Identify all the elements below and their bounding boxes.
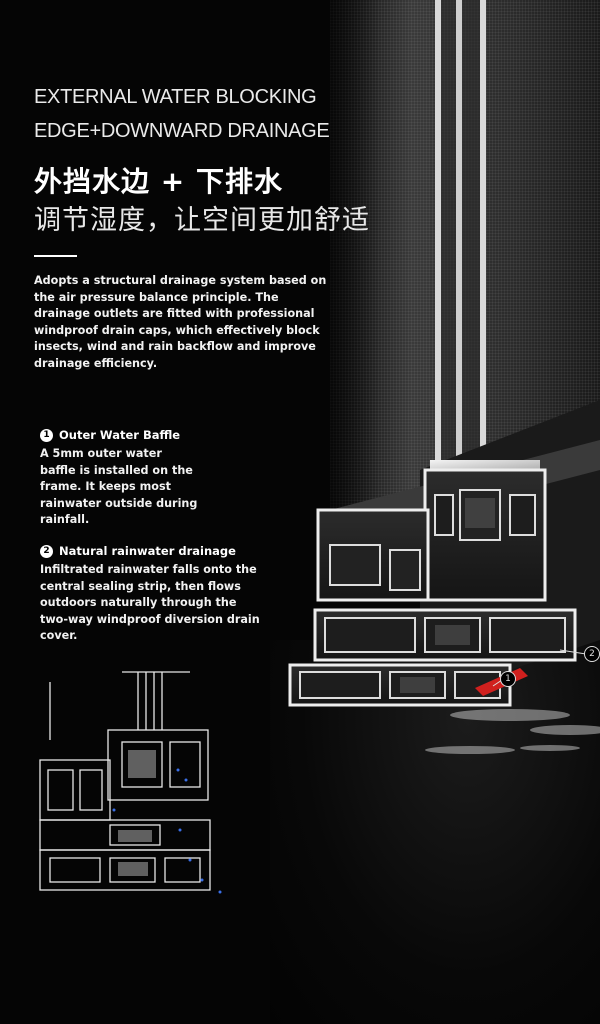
feature-1-title: 1 Outer Water Baffle <box>40 428 180 442</box>
water-splash <box>425 709 600 754</box>
english-title-line2: EDGE+DOWNWARD DRAINAGE <box>34 120 330 142</box>
callout-1: 1 <box>500 671 516 687</box>
english-title-line1: EXTERNAL WATER BLOCKING <box>34 86 317 108</box>
feature-1-text: A 5mm outer water baffle is installed on… <box>40 447 198 526</box>
feature-1-number-icon: 1 <box>40 428 53 442</box>
profile-section <box>288 460 577 707</box>
chinese-subtitle: 调节湿度，让空间更加舒适 <box>34 205 370 236</box>
window-profile-render <box>288 0 600 754</box>
callout-2: 2 <box>584 646 600 662</box>
feature-1-title-text: Outer Water Baffle <box>59 428 181 442</box>
chinese-title: 外挡水边 + 下排水 <box>34 165 283 198</box>
title-divider <box>34 255 77 257</box>
feature-2-text: Infiltrated rainwater falls onto the cen… <box>40 563 260 642</box>
feature-2-number-icon: 2 <box>40 544 53 558</box>
profile-line-diagram <box>39 671 222 894</box>
water-drops <box>112 768 222 894</box>
description-text: Adopts a structural drainage system base… <box>34 274 327 370</box>
glass-panes <box>435 0 500 470</box>
mesh-fade <box>300 0 380 540</box>
feature-2-title: 2 Natural rainwater drainage <box>40 544 236 558</box>
feature-2-title-text: Natural rainwater drainage <box>59 544 236 558</box>
